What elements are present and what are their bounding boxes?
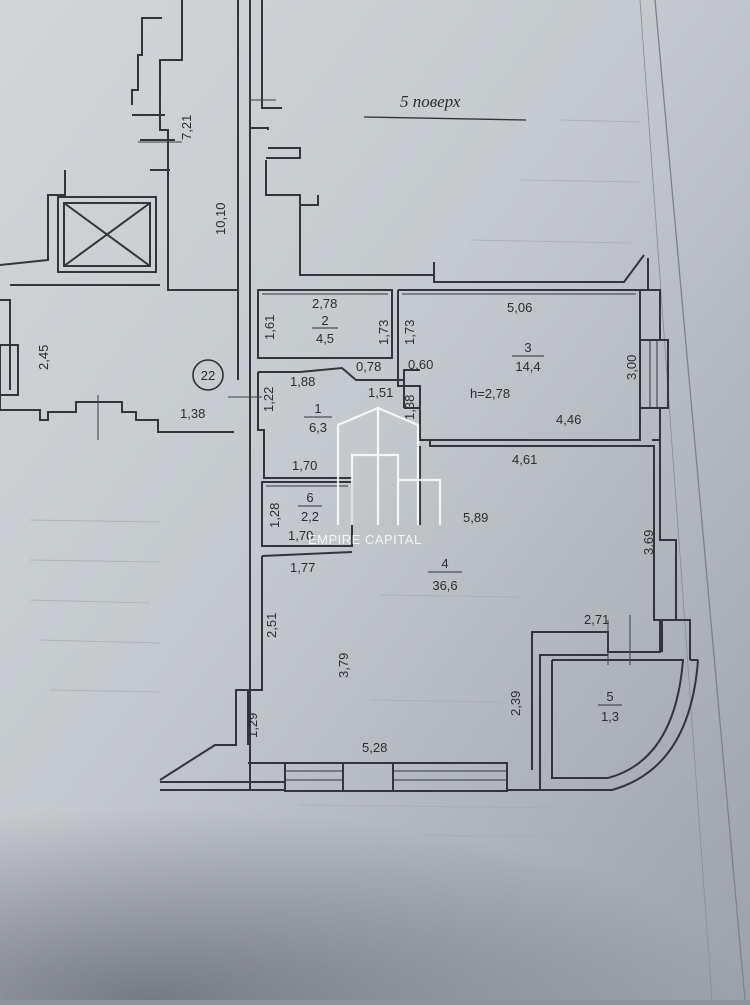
- apartment-number: 22: [201, 368, 215, 383]
- room-1-area: 6,3: [309, 420, 327, 435]
- dim-r3-left: 1,73: [402, 320, 417, 345]
- dim-r4-left-top: 1,77: [290, 560, 315, 575]
- room-4-number: 4: [441, 556, 448, 571]
- dim-r2-left: 1,61: [262, 315, 277, 340]
- frame-line-outer: [654, 0, 746, 1001]
- walls: [0, 0, 699, 792]
- dim-r4-top: 4,61: [512, 452, 537, 467]
- dim-r3-top: 5,06: [507, 300, 532, 315]
- floor-title: 5 поверх: [400, 92, 461, 111]
- dim-r2-bottom: 0,78: [356, 359, 381, 374]
- room-6-number: 6: [306, 490, 313, 505]
- dim-r1-right: 1,51: [368, 385, 393, 400]
- dim-r6-bottom: 1,70: [288, 528, 313, 543]
- dim-r2-right: 1,73: [376, 320, 391, 345]
- dim-r4-mid: 5,89: [463, 510, 488, 525]
- dim-corridor-1: 7,21: [179, 115, 194, 140]
- dim-r4-left-2: 3,79: [336, 653, 351, 678]
- room-labels: 2 4,5 3 14,4 1 6,3 6 2,2 4 36,6 5 1,3 h=…: [298, 313, 622, 724]
- dim-r4-bottom: 5,28: [362, 740, 387, 755]
- room-5-number: 5: [606, 689, 613, 704]
- dim-balcony-top: 2,71: [584, 612, 609, 627]
- dim-r3-right: 3,00: [624, 355, 639, 380]
- room-3-area: 14,4: [515, 359, 540, 374]
- room-1-number: 1: [314, 401, 321, 416]
- room-4-area: 36,6: [432, 578, 457, 593]
- dim-r1-side: 1,38: [402, 395, 417, 420]
- dim-r6-left: 1,28: [267, 503, 282, 528]
- dim-r4-left-3: 1,29: [245, 713, 260, 738]
- room-5-area: 1,3: [601, 709, 619, 724]
- dim-stair-left: 2,45: [36, 345, 51, 370]
- room-2-number: 2: [321, 313, 328, 328]
- room-6-area: 2,2: [301, 509, 319, 524]
- dim-corridor-2: 10,10: [213, 202, 228, 235]
- watermark-text: EMPIRE CAPITAL: [308, 532, 422, 547]
- dimension-labels: 7,21 10,10 2,45 1,38 2,78 1,61 1,73 0,78…: [36, 115, 656, 755]
- dim-r3-bottom-left: 0,60: [408, 357, 433, 372]
- dim-r4-right: 3,69: [641, 530, 656, 555]
- frame-line-inner: [639, 0, 713, 1001]
- room-2-area: 4,5: [316, 331, 334, 346]
- dimension-ticks: [97, 99, 631, 665]
- dim-r3-bottom: 4,46: [556, 412, 581, 427]
- paper-shadow: [0, 760, 750, 1000]
- ceiling-height: h=2,78: [470, 386, 510, 401]
- dim-r1-top: 1,88: [290, 374, 315, 389]
- dim-r2-width: 2,78: [312, 296, 337, 311]
- floor-title-underline: [363, 116, 527, 121]
- dim-landing: 1,38: [180, 406, 205, 421]
- dim-r1-bottom: 1,70: [292, 458, 317, 473]
- watermark-logo: EMPIRE CAPITAL: [308, 406, 442, 547]
- dim-r4-left-1: 2,51: [264, 613, 279, 638]
- faint-text-lines: [29, 119, 661, 904]
- apartment-number-circle: [192, 359, 224, 391]
- dim-r1-left: 1,22: [261, 387, 276, 412]
- room-3-number: 3: [524, 340, 531, 355]
- dim-r4-niche: 2,39: [508, 691, 523, 716]
